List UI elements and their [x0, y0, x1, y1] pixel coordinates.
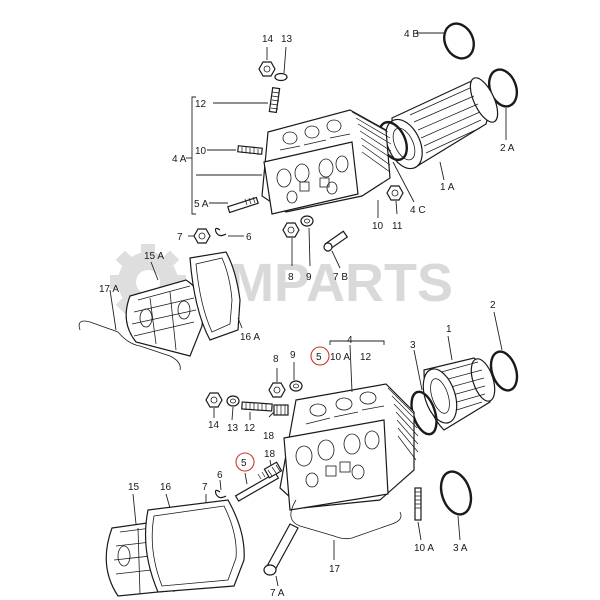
- stud-7b-upper: [323, 230, 349, 252]
- callout-11: 11: [392, 221, 403, 232]
- callout-4c: 4 C: [410, 205, 426, 216]
- callout-5-lower: 5: [241, 458, 247, 469]
- callout-7b: 7 B: [333, 272, 348, 283]
- callout-18-lower: 18: [264, 449, 276, 460]
- callout-9-upper: 9: [306, 272, 312, 283]
- spring-clip-17a: [78, 320, 181, 371]
- callout-2: 2: [490, 300, 496, 311]
- spring-clip-17: [290, 499, 402, 540]
- callout-15: 15: [128, 482, 140, 493]
- callout-14-upper: 14: [262, 34, 274, 45]
- nut-8-upper: [282, 222, 300, 238]
- spring-18-lower: [263, 461, 283, 479]
- callout-3a: 3 A: [453, 543, 468, 554]
- callout-5-upper: 5: [316, 352, 322, 363]
- callout-4: 4: [347, 335, 353, 346]
- nut-14-upper: [258, 61, 276, 77]
- clip-6-upper: [214, 227, 227, 237]
- seal-ring-2: [489, 350, 519, 392]
- cylinder-head-lower: [279, 383, 419, 511]
- stud-12-upper: [268, 87, 281, 114]
- cylinder-barrel-1: [422, 357, 496, 431]
- gasket-16a: [189, 251, 241, 341]
- callout-7-lower: 7: [202, 482, 208, 493]
- callout-6-lower: 6: [217, 470, 223, 481]
- callout-8-upper: 8: [288, 272, 294, 283]
- callout-12-stud: 12: [244, 423, 256, 434]
- callout-12-lower: 12: [360, 352, 372, 363]
- washer-13-lower: [226, 395, 240, 407]
- gasket-16: [144, 499, 245, 593]
- nut-8-lower: [268, 382, 286, 398]
- lower-assembly: [105, 311, 519, 597]
- nut-11: [386, 185, 404, 201]
- callout-13-lower: 13: [227, 423, 239, 434]
- cylinder-head-upper: [261, 109, 392, 215]
- highlight-circle-5-upper: [310, 346, 330, 366]
- seal-ring-3a: [439, 470, 473, 516]
- callout-7-upper: 7: [177, 232, 183, 243]
- stud-5a-upper: [227, 196, 259, 214]
- callout-18-upper: 18: [263, 431, 275, 442]
- callout-6-upper: 6: [246, 232, 252, 243]
- nut-7-upper: [193, 228, 211, 244]
- callout-1: 1: [446, 324, 452, 335]
- seal-ring-4b: [443, 22, 475, 60]
- callout-16a: 16 A: [240, 332, 260, 343]
- callout-8-lower: 8: [273, 354, 279, 365]
- callout-labels: 4 B 14 13 12 10 4 A 5 A 7 6 8 9 7 B 2 A …: [99, 29, 515, 599]
- callout-1a: 1 A: [440, 182, 455, 193]
- callout-17a: 17 A: [99, 284, 119, 295]
- callout-4a: 4 A: [172, 154, 187, 165]
- stud-7a-lower: [263, 523, 299, 576]
- callout-2a: 2 A: [500, 143, 515, 154]
- callout-7a: 7 A: [270, 588, 285, 599]
- callout-9-lower: 9: [290, 350, 296, 361]
- callout-3: 3: [410, 340, 416, 351]
- callout-12-upper: 12: [195, 99, 207, 110]
- callout-10-upper: 10: [195, 146, 207, 157]
- callout-15a: 15 A: [144, 251, 164, 262]
- washer-13-upper: [274, 72, 288, 82]
- upper-assembly: [186, 22, 519, 269]
- callout-4b: 4 B: [404, 29, 419, 40]
- nut-14-lower: [205, 392, 223, 408]
- callout-10a-upper: 10 A: [330, 352, 350, 363]
- callout-17: 17: [329, 564, 341, 575]
- stud-10a-lower: [414, 487, 422, 521]
- spring-18-upper: [273, 404, 289, 416]
- callout-14-lower: 14: [208, 420, 220, 431]
- callout-5a: 5 A: [194, 199, 209, 210]
- clip-6-lower: [214, 489, 227, 499]
- callout-10a-lower: 10 A: [414, 543, 434, 554]
- callout-10-middle: 10: [372, 221, 384, 232]
- stud-12-lower: [241, 401, 273, 412]
- callout-13-upper: 13: [281, 34, 293, 45]
- cylinder-barrel-1a: [385, 77, 499, 170]
- washer-9-lower: [289, 380, 303, 392]
- callout-16: 16: [160, 482, 172, 493]
- highlight-circle-5-lower: [235, 452, 255, 472]
- stud-10-upper: [237, 145, 263, 155]
- washer-9-upper: [300, 215, 314, 227]
